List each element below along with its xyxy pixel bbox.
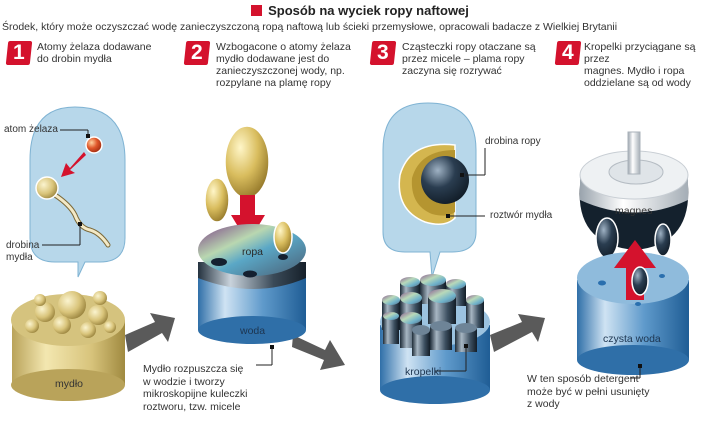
soap-molecule-head (35, 176, 59, 200)
label-oil-particle: drobina ropy (485, 136, 541, 147)
step-3-text: Cząsteczki ropy otaczane są przez micele… (402, 41, 536, 77)
step-1-line: Atomy żelaza dodawane (37, 41, 152, 53)
magnet-icon (579, 131, 689, 250)
label-soap-molecule: drobina mydła (6, 240, 39, 264)
dark-droplet (654, 223, 672, 257)
step-1-text: Atomy żelaza dodawane do drobin mydła (37, 41, 151, 65)
caption-micelles: Mydło rozpuszcza się w wodzie i tworzy m… (143, 363, 247, 413)
step-4-badge: 4 (554, 41, 582, 65)
step-2-badge: 2 (183, 41, 211, 65)
label-soap: mydło (55, 378, 84, 390)
step-3-line: zaczyna się rozrywać (402, 65, 502, 77)
flow-arrow-3 (490, 314, 545, 352)
soap-cylinder (11, 291, 125, 401)
caption-line: w wodzie i tworzy (143, 375, 225, 388)
oil-drop-left (204, 177, 230, 223)
step-4-text: Kropelki przyciągane są przez magnes. My… (584, 41, 720, 89)
iron-atom-icon (85, 136, 103, 154)
title-text: Sposób na wyciek ropy naftowej (268, 3, 469, 18)
step-1-badge: 1 (5, 41, 33, 65)
flow-arrow-1 (125, 313, 175, 352)
step-3-badge: 3 (369, 41, 397, 65)
dark-droplet (631, 266, 649, 296)
step-4-line: oddzielane są od wody (584, 77, 691, 89)
red-arrow-icon (61, 152, 86, 177)
label-water: woda (240, 325, 266, 337)
caption-detergent: W ten sposób detergent może być w pełni … (527, 373, 650, 411)
oil-drop-right (273, 220, 293, 254)
step-2-line: zanieczyszczonej wody, np. (216, 65, 345, 77)
flow-arrow-2 (292, 335, 345, 370)
label-magnet: magnes (615, 205, 653, 217)
label-soap-molecule-line: drobina (6, 240, 40, 251)
label-oil: ropa (242, 246, 264, 258)
step-4-line: Kropelki przyciągane są przez (584, 41, 696, 65)
caption-line: mikroskopijne kuleczki (143, 388, 248, 400)
step-2-line: Wzbogacone o atomy żelaza (216, 41, 351, 53)
step-1-line: do drobin mydła (37, 53, 112, 65)
caption-line: Mydło rozpuszcza się (143, 363, 244, 375)
caption-line: roztworu, tzw. micele (143, 400, 241, 413)
step-3-line: Cząsteczki ropy otaczane są (402, 41, 536, 53)
label-droplets: kropelki (405, 366, 442, 378)
droplets-cylinder (380, 274, 490, 404)
infographic-title: Sposób na wyciek ropy naftowej (0, 3, 720, 18)
caption-line: W ten sposób detergent (527, 373, 639, 385)
step-3-line: przez micele – plama ropy (402, 53, 525, 65)
infographic-subtitle: Środek, który może oczyszczać wodę zanie… (2, 21, 618, 33)
title-marker-icon (251, 5, 263, 16)
caption-line: może być w pełni usunięty (527, 385, 650, 398)
micelle-icon (398, 143, 469, 225)
dark-droplet (595, 217, 619, 259)
step-2-line: rozpylane na plamę ropy (216, 77, 331, 89)
step-2-line: mydło dodawane jest do (216, 53, 330, 65)
oil-drop-large (224, 125, 270, 199)
red-arrow-down-icon (231, 195, 265, 243)
label-iron-atom: atom żelaza (4, 124, 58, 135)
label-clean-water: czysta woda (603, 333, 661, 345)
step-4-line: magnes. Mydło i ropa (584, 65, 685, 77)
caption-line: z wody (527, 398, 560, 410)
label-soap-solution: roztwór mydła (490, 210, 553, 221)
step-2-text: Wzbogacone o atomy żelaza mydło dodawane… (216, 41, 351, 89)
label-soap-molecule-line: mydła (6, 252, 33, 263)
